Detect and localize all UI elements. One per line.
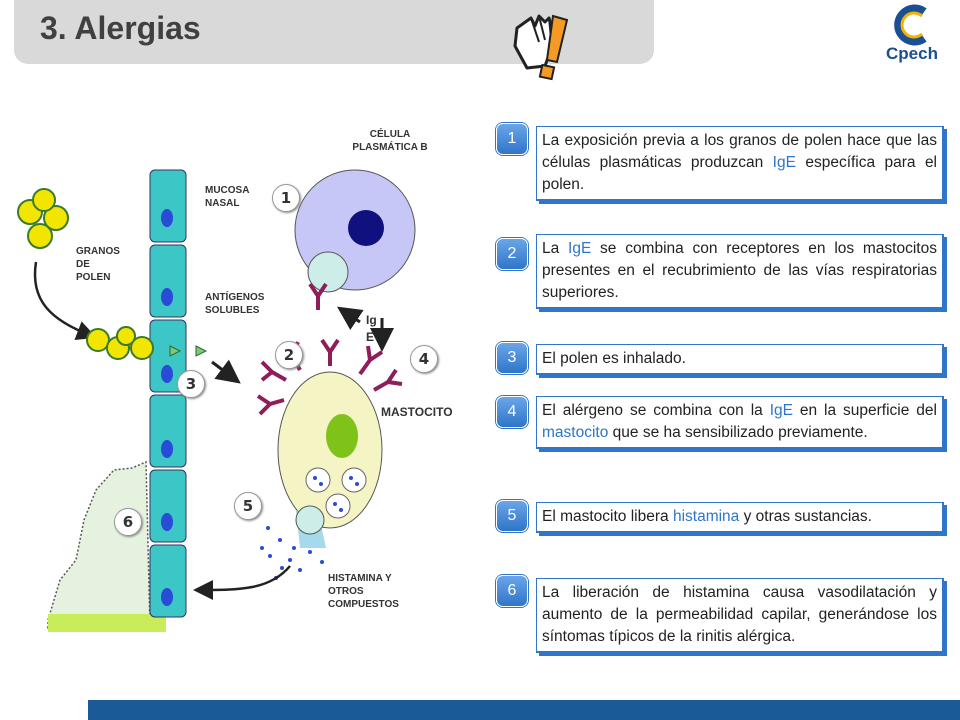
step-4-text-a: El alérgeno se combina con la [542,402,770,419]
step-3-text: El polen es inhalado. [542,350,686,367]
antigen-arrow [211,359,241,384]
label-histamine: HISTAMINA Y OTROS COMPUESTOS [328,573,399,610]
diagram-number-3: 3 [177,370,205,398]
step-badge-6: 6 [496,575,528,607]
step-6-text: La liberación de histamina causa vasodil… [542,584,937,645]
bottom-bar [88,700,960,720]
mast-cell-nucleus [326,414,358,458]
antigen-triangle [169,345,182,357]
step-2-highlight: IgE [568,240,592,257]
step-2-text-a: La [542,240,569,257]
plasma-cell-vesicle [307,251,349,293]
step-1-highlight: IgE [772,154,796,171]
label-soluble-antigens: ANTÍGENOS SOLUBLES [205,292,265,316]
step-5-text-b: y otras sustancias. [739,508,872,525]
step-4-text-b: en la superficie del [792,402,937,419]
allergy-diagram [17,169,416,632]
step-5-text-a: El mastocito libera [542,508,673,525]
step-4-highlight-a: IgE [769,402,793,419]
step-1-text-a: La exposición previa a los granos de pol… [542,132,937,171]
pollen-inhale-arrow [33,261,97,341]
released-particles [260,526,324,580]
pollen-cluster-top [17,188,69,249]
ige-antibody [308,282,328,310]
cpech-logo-icon [894,4,927,46]
release-vesicle [295,505,325,535]
step-text-3: El polen es inhalado. [536,344,944,375]
nasal-tissue [47,460,151,629]
antigen-triangle [195,345,208,357]
histamine-arrow [193,565,291,600]
step-text-5: El mastocito libera histamina y otras su… [536,502,944,533]
page-title: 3. Alergias [40,10,201,46]
step-text-6: La liberación de histamina causa vasodil… [536,578,944,653]
label-plasma-cell: CÉLULA PLASMÁTICA B [352,129,428,153]
label-pollen: GRANOS DE POLEN [76,246,120,283]
diagram-number-4: 4 [410,345,438,373]
diagram-number-5: 5 [234,492,262,520]
logo-text: Cpech [886,44,938,63]
plasma-cell-nucleus [348,210,384,246]
step-4-text-c: que se ha sensibilizado previamente. [608,424,868,441]
epithelium-cells [149,169,187,618]
step-text-4: El alérgeno se combina con la IgE en la … [536,396,944,449]
step-badge-5: 5 [496,500,528,532]
label-nasal-mucosa: MUCOSA NASAL [205,185,250,209]
step-4-highlight-b: mastocito [542,424,609,441]
step-1-text-b: específica para el polen. [542,154,938,193]
step-5-highlight: histamina [672,508,740,525]
diagram-number-6: 6 [114,508,142,536]
label-mast-cell: MASTOCITO [381,405,453,419]
step-badge-4: 4 [496,396,528,428]
tissue-base [48,614,166,632]
step-badge-3: 3 [496,342,528,374]
step-text-1: La exposición previa a los granos de pol… [536,126,944,201]
step-badge-1: 1 [496,123,528,155]
label-ige: Ig E [366,313,377,344]
histamine-granules [305,467,367,519]
ige-arrow [337,306,364,330]
diagram-number-1: 1 [272,184,300,212]
step-badge-2: 2 [496,238,528,270]
pollen-cluster-mucosa [86,326,154,360]
hand-alert-icon [513,14,569,81]
step-text-2: La IgE se combina con receptores en los … [536,234,944,309]
cpech-logo: Cpech [872,4,952,72]
diagram-number-2: 2 [275,341,303,369]
step-2-text-b: se combina con receptores en los mastoci… [542,240,937,301]
